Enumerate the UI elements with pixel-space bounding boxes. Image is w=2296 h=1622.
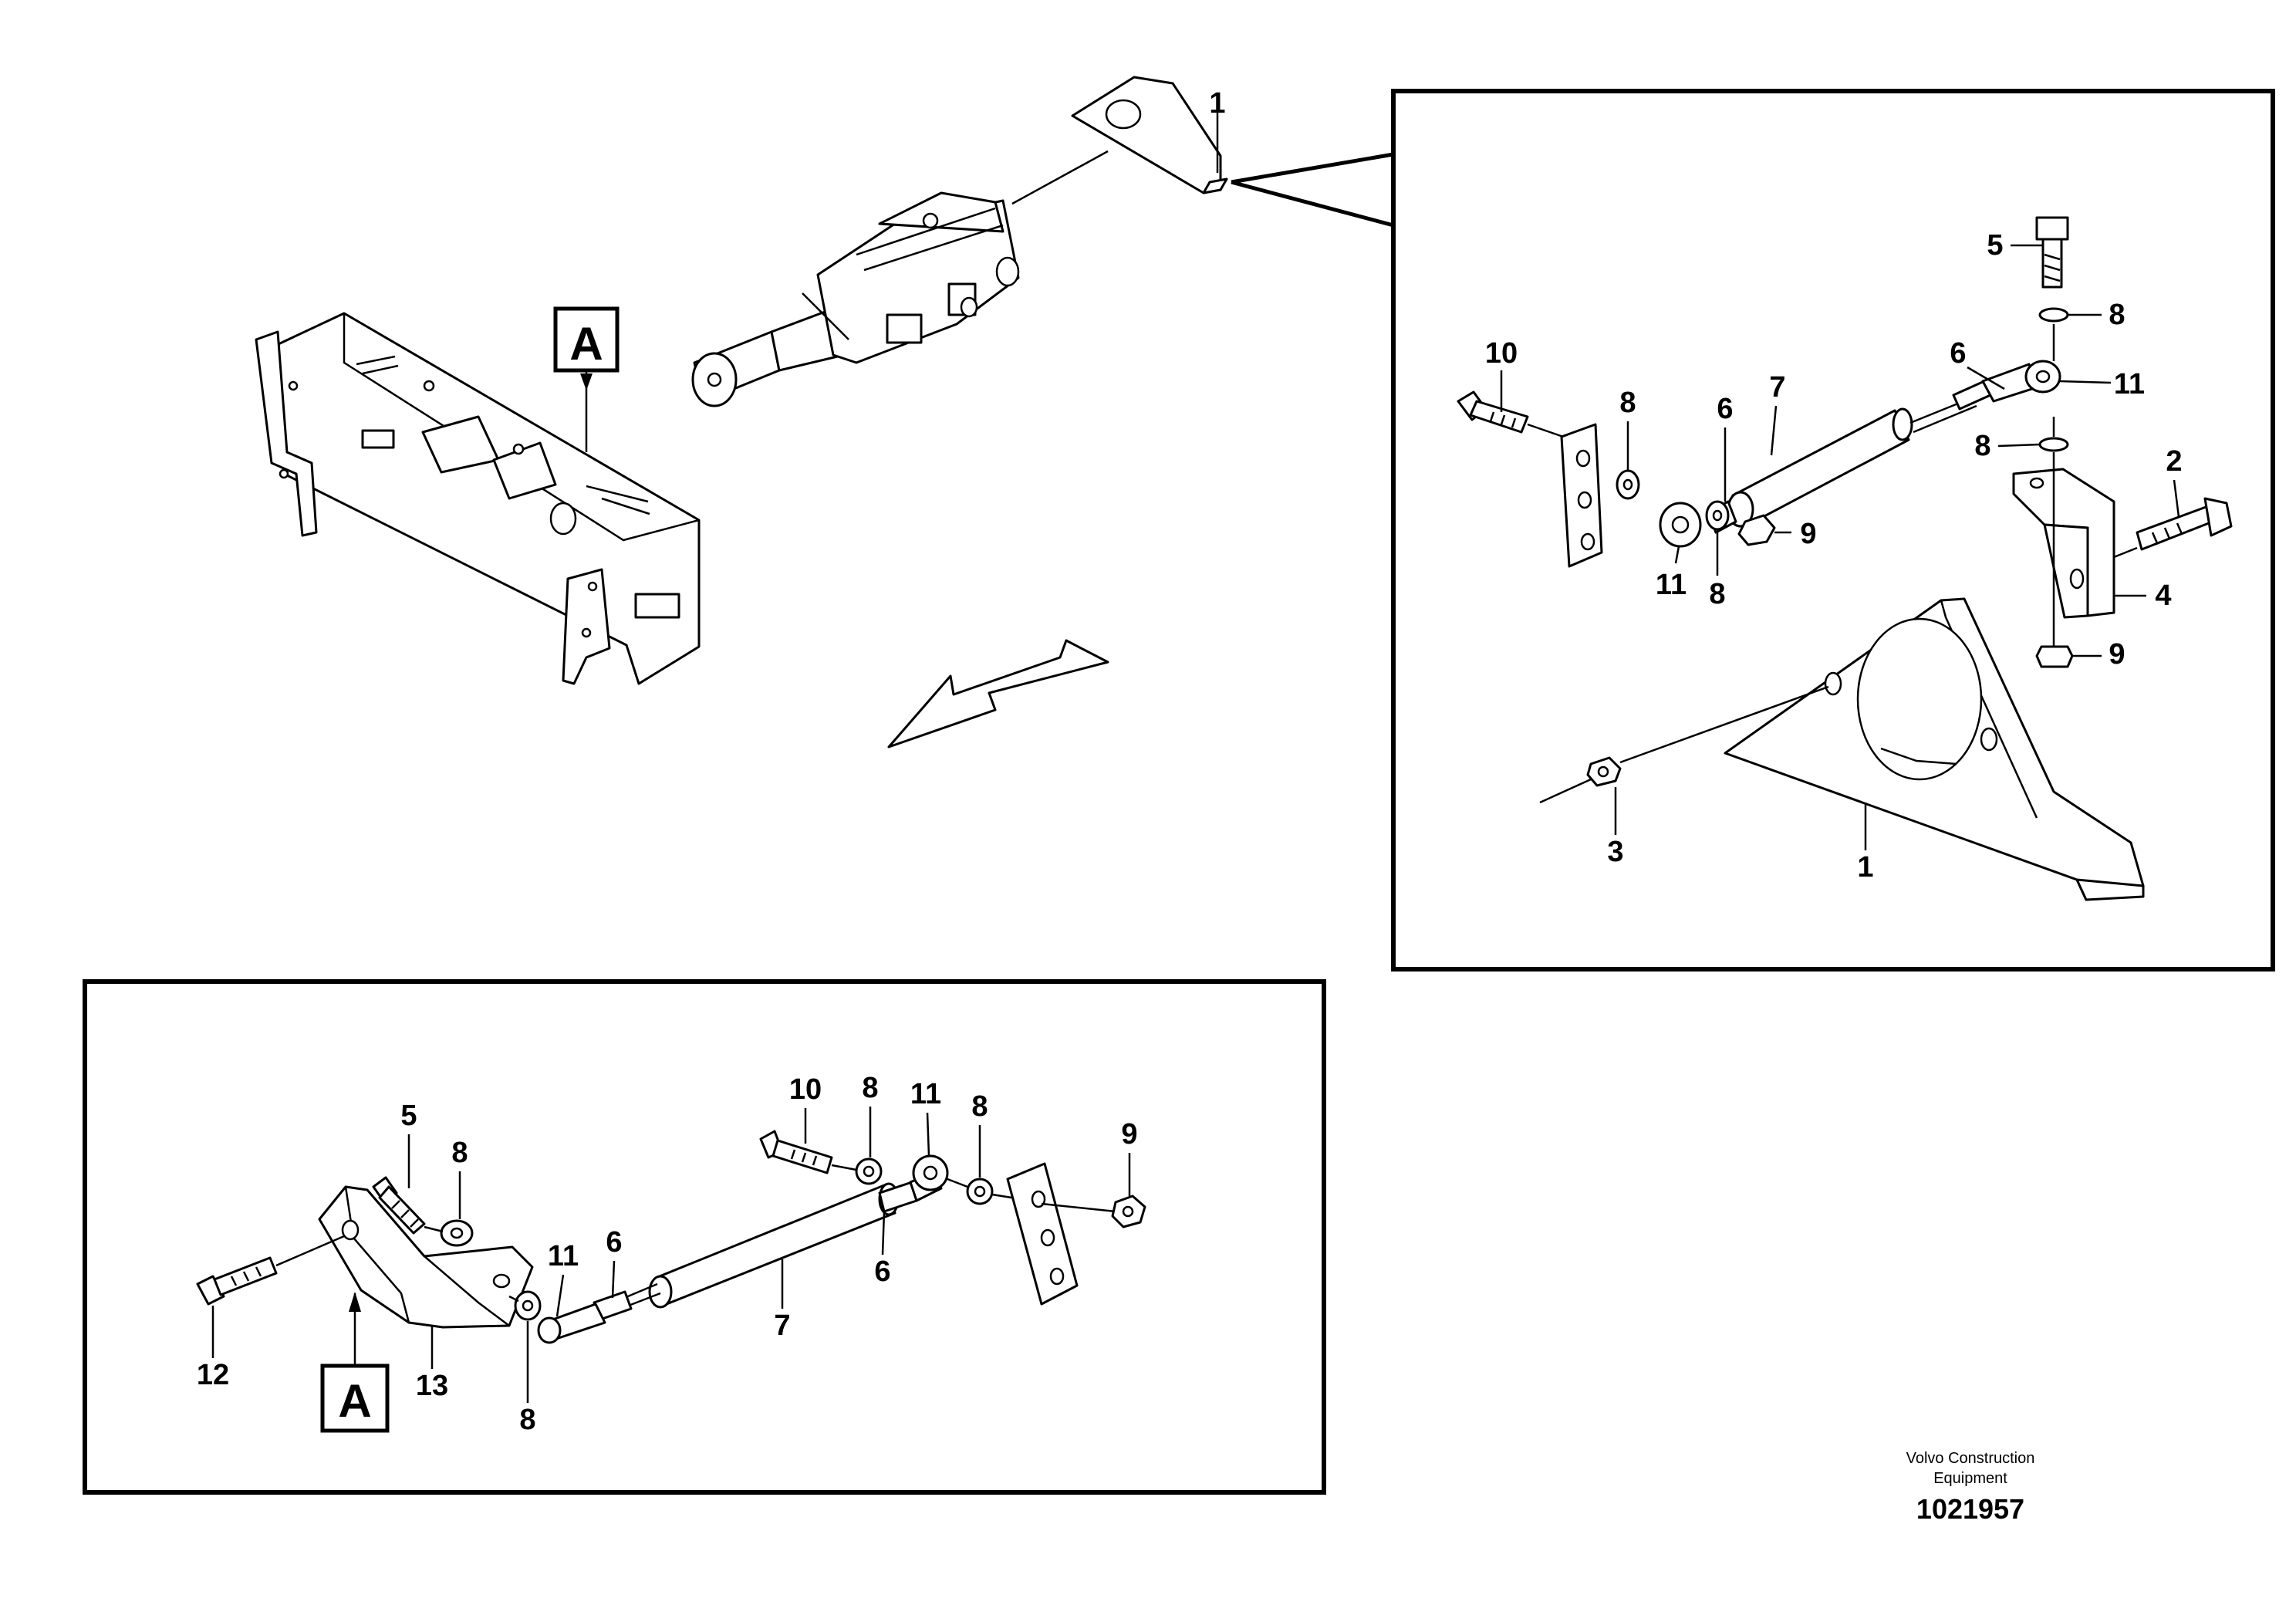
callout-label: 11 [2114, 368, 2145, 400]
detail-frame-right [1391, 89, 2275, 972]
callout-label: 10 [1485, 337, 1518, 370]
callout-label: 7 [774, 1309, 790, 1342]
callout-label: 1 [1857, 851, 1873, 884]
callout-label: 4 [2155, 580, 2171, 612]
direction-arrow [887, 639, 1109, 748]
detail-bottom-callouts: 10 8 11 8 9 5 8 11 6 6 7 12 13 8 [197, 1072, 1138, 1436]
callout-label: 6 [606, 1226, 622, 1259]
footer: Volvo Construction Equipment 1021957 [1906, 1450, 2035, 1525]
callout-label: 8 [2109, 299, 2125, 331]
callout-label: 6 [1717, 393, 1733, 425]
callout-label: 6 [874, 1255, 890, 1288]
callout-label: 8 [1709, 578, 1725, 610]
detail-pointer [1231, 89, 1398, 184]
callout-label: 2 [2166, 445, 2182, 478]
callout-label: 8 [862, 1072, 878, 1104]
callout-label: 10 [789, 1073, 822, 1106]
company-name-line1: Volvo Construction [1906, 1450, 2035, 1467]
callout-label: 11 [548, 1240, 579, 1272]
callout-label: 5 [400, 1100, 417, 1132]
callout-label: 9 [2109, 638, 2125, 671]
callout-label: 3 [1607, 836, 1623, 868]
callout-label: 8 [971, 1090, 988, 1123]
callout-label: 11 [1656, 569, 1687, 601]
callout-label: 9 [1121, 1118, 1137, 1151]
callout-label: 8 [451, 1137, 468, 1169]
detail-right-parts [1457, 216, 2233, 901]
frame-assembly [255, 312, 701, 685]
callout-label: 8 [1619, 387, 1636, 419]
detail-frame-bottom [83, 979, 1326, 1495]
callout-label: 8 [1974, 430, 1990, 462]
callout-label: 1 [1209, 87, 1225, 120]
detail-bottom-parts [196, 1130, 1146, 1344]
hydraulic-pump-assembly [691, 191, 1020, 407]
callout-label: 6 [1950, 337, 1966, 370]
callout-label: A [338, 1375, 371, 1427]
callout-label: 7 [1769, 371, 1785, 404]
detail-right-callouts: 5 8 6 11 10 8 6 7 8 2 11 8 9 4 9 3 1 [1485, 229, 2183, 884]
callout-label: 5 [1987, 229, 2003, 262]
callout-label: 8 [519, 1404, 535, 1436]
callout-label: A [569, 318, 603, 370]
callout-label: 13 [416, 1370, 448, 1402]
drawing-number: 1021957 [1916, 1493, 2024, 1525]
overview-bracket-1: 1 [1011, 76, 1228, 205]
view-marker-a: A [553, 306, 620, 452]
callout-label: 11 [910, 1078, 941, 1110]
callout-label: 9 [1800, 518, 1816, 550]
company-name-line2: Equipment [1933, 1470, 2007, 1487]
view-marker-a-bottom: A [320, 1292, 390, 1433]
callout-label: 12 [197, 1359, 229, 1391]
